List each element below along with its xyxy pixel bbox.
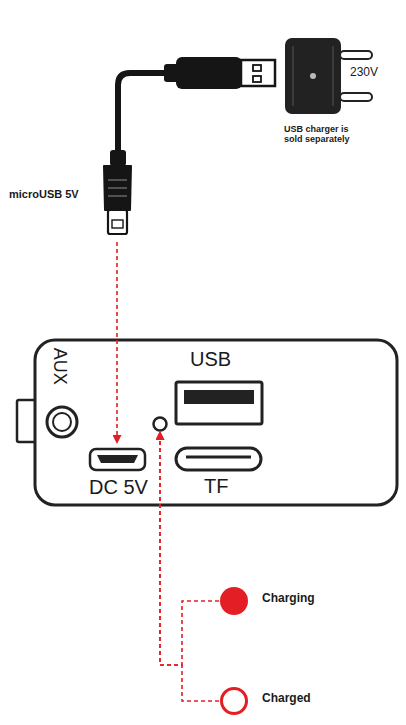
panel-outline [35,340,397,505]
port-label: DC 5V [89,476,148,499]
dc-port: DC 5V [80,444,156,503]
charger-groove [292,46,294,106]
charger: 230V USB charger is sold separately [280,36,402,154]
port-label: USB [190,348,231,371]
tf-slot [176,448,261,470]
port-label: TF [204,475,228,498]
micro-usb-plug: microUSB 5V [5,150,145,242]
micro-usb-contact [112,220,123,228]
grip-line [108,187,127,189]
grip-line [108,179,127,181]
usb-port [176,382,262,424]
usb-a-contact [253,76,261,82]
strain-relief [110,150,126,166]
ring-dot [222,689,247,714]
usb-port-tongue [184,390,254,404]
charging-indicator: Charging [219,586,319,616]
filled-dot [220,587,248,615]
indicator-shape [219,586,249,616]
status-label: Charging [262,592,315,606]
status-label: Charged [262,692,311,706]
cable [118,73,180,158]
plug-prong [340,51,372,59]
aux-jack-inner [53,413,71,431]
micro-usb-port-tongue [97,455,138,463]
plug-prong [340,93,372,101]
charger-body [285,38,341,114]
port-label: AUX [49,348,70,385]
micro-usb-port [90,449,145,470]
micro-usb-plug-body [104,166,131,210]
charger-groove [332,46,334,106]
micro-usb-plug-metal [108,210,127,234]
led-indicator [154,418,167,431]
grip-line [108,195,127,197]
aux-jack [47,407,77,437]
dashed-arrow [160,431,219,701]
charged-indicator: Charged [219,686,315,716]
tf-slot-opening [186,456,251,459]
dashed-arrow [160,431,219,665]
plug-label: microUSB 5V [9,188,79,201]
usb-a-plug-metal [241,60,275,86]
voltage-label: 230V [350,66,378,80]
device-panel: AUX USB TF DC 5V [35,340,397,505]
usb-a-contact [253,65,261,71]
note: USB charger is sold separately [284,124,366,145]
usb-a-plug-body [176,57,242,89]
dashed-arrow [116,242,118,444]
indicator-shape [219,686,249,716]
charger-light [310,73,316,79]
